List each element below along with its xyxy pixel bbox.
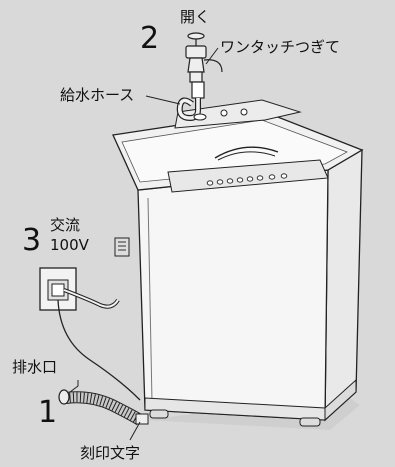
leader-coupler <box>205 47 219 65</box>
drain-outlet <box>135 413 149 425</box>
step-3-number: 3 <box>22 223 42 258</box>
machine-base-side <box>324 378 357 422</box>
leader-drain <box>69 380 79 393</box>
power-plug <box>51 283 65 297</box>
lid-handle-inner <box>217 151 276 161</box>
ground-wire <box>57 299 141 401</box>
step-3-voltage-label: 100V <box>50 236 89 254</box>
faucet <box>185 32 223 83</box>
machine-foot-left <box>149 409 169 419</box>
side-vent <box>114 237 130 257</box>
leader-hose <box>145 95 181 105</box>
front-edge-line <box>147 197 153 403</box>
leader-stamp <box>129 421 141 441</box>
lid-handle <box>214 146 279 159</box>
drain-hose <box>58 389 144 426</box>
rear-panel <box>174 99 302 129</box>
one-touch-coupler-label: ワンタッチつぎて <box>220 38 341 56</box>
machine-front-panel <box>137 169 329 421</box>
step-2-open-label: 開く <box>180 8 211 26</box>
supply-hose-label: 給水ホース <box>60 86 135 104</box>
drain-port-label: 排水口 <box>12 358 58 376</box>
machine-foot-right <box>299 417 321 427</box>
hose-inlet <box>193 113 207 121</box>
step-2-number: 2 <box>140 21 160 56</box>
power-cord <box>63 289 119 308</box>
stamped-text-label: 刻印文字 <box>80 444 141 462</box>
rear-knob-2 <box>240 108 248 116</box>
one-touch-coupler <box>191 81 205 99</box>
rear-knob <box>220 109 228 117</box>
step-1-number: 1 <box>38 395 58 430</box>
step-3-ac-label: 交流 <box>50 216 81 234</box>
control-buttons <box>206 173 288 186</box>
